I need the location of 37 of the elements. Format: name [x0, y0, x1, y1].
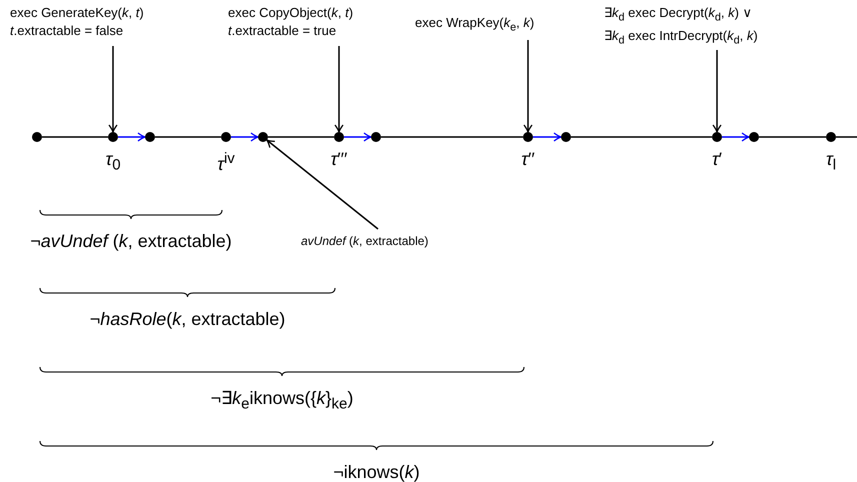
annotation-text: avUndef (k, extractable)	[301, 233, 428, 249]
timeline-dot	[258, 132, 268, 142]
annotation-text: t.extractable = true	[228, 22, 336, 40]
time-label: τ$_{0}$	[105, 149, 121, 176]
annotation-text: t.extractable = false	[10, 22, 124, 40]
time-label: τ′′′	[330, 149, 348, 169]
timeline-dot	[371, 132, 381, 142]
annotation-text: exec CopyObject(k, t)	[228, 4, 354, 22]
timeline-dot	[523, 132, 533, 142]
annotation-text: exec GenerateKey(k, t)	[10, 4, 144, 22]
timeline-line	[268, 136, 334, 138]
timeline-line	[381, 136, 523, 138]
timeline-line	[836, 136, 857, 138]
time-label: τ′	[712, 149, 722, 169]
formula-label: ¬∃k$_{e}$iknows({k}$_{ke}$)	[210, 387, 354, 415]
annotation-text: ∃k$_{d}$ exec IntrDecrypt(k$_{d}$, k)	[604, 26, 758, 48]
formula-label: ¬avUndef (k, extractable)	[30, 230, 232, 253]
timeline-dot	[108, 132, 118, 142]
formula-label: ¬hasRole(k, extractable)	[90, 308, 286, 331]
timeline-line	[571, 136, 712, 138]
timeline-line	[155, 136, 221, 138]
annotation-text: exec WrapKey(k$_{e}$, k)	[415, 14, 534, 36]
timeline-dot	[334, 132, 344, 142]
annotation-text: ∃k$_{d}$ exec Decrypt(k$_{d}$, k) ∨	[604, 4, 753, 26]
timeline-dot	[712, 132, 722, 142]
timeline-dot	[749, 132, 759, 142]
timeline-dot	[826, 132, 836, 142]
time-label: τ$^{iv}$	[217, 149, 235, 174]
timeline-dot	[32, 132, 42, 142]
timeline-dot	[145, 132, 155, 142]
timeline-line	[42, 136, 108, 138]
time-label: τ$_{l}$	[826, 149, 836, 176]
timeline-dot	[561, 132, 571, 142]
timeline-line	[759, 136, 826, 138]
timeline-dot	[221, 132, 231, 142]
formula-label: ¬iknows(k)	[333, 461, 420, 482]
time-label: τ′′	[521, 149, 535, 169]
